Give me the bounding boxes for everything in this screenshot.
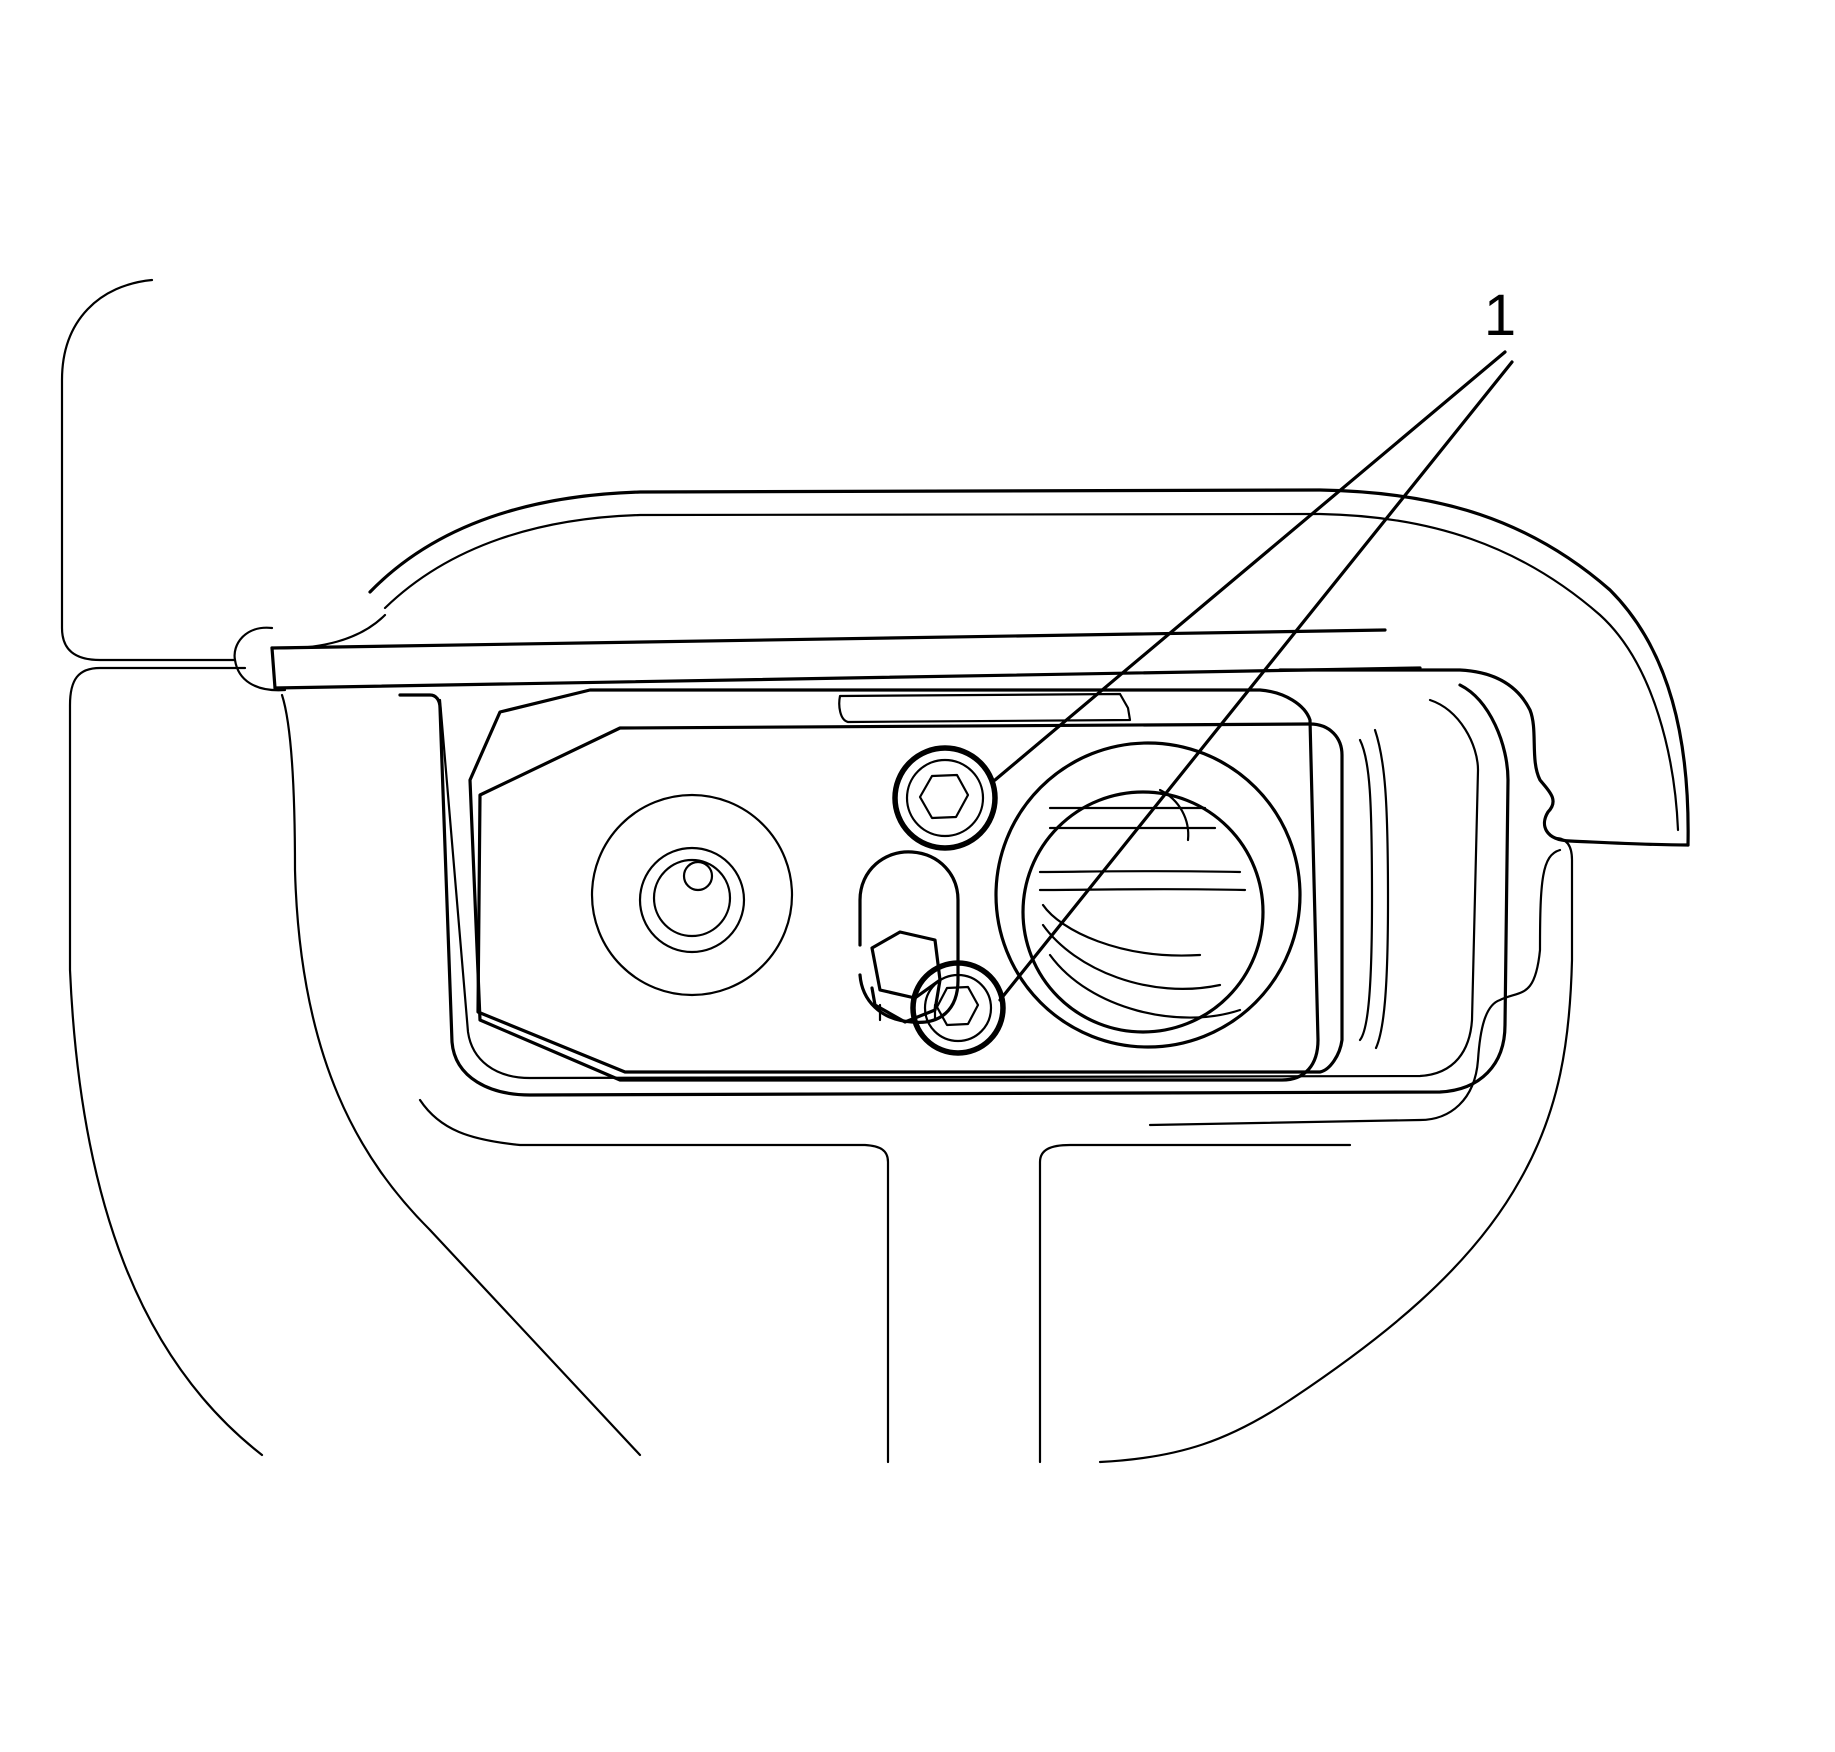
right-port-stripe-4 [1038, 888, 1247, 892]
hood-panel-top [270, 628, 1387, 650]
hood-panel-bottom [273, 666, 1422, 690]
right-shoulder-step [1278, 668, 1690, 847]
upper-left-panel [60, 278, 237, 662]
lower-nut-ring [923, 973, 993, 1043]
callout-label-1: 1 [1484, 283, 1516, 348]
center-pillar-right [1038, 1143, 1352, 1464]
hood-panel-shoulder [270, 613, 387, 650]
upper-nut-washer [892, 745, 998, 851]
lower-left-panel [68, 666, 264, 1457]
upper-nut-ring [905, 758, 985, 838]
stud-bolt-collar [878, 1003, 937, 1022]
recess-pocket-inner [438, 698, 1480, 1080]
right-port-stripe-3 [1038, 870, 1242, 874]
right-port-outer [994, 741, 1302, 1049]
lower-left-inner-edge [280, 693, 642, 1457]
right-body-outline [1148, 848, 1562, 1127]
expansion-valve-face [476, 722, 1344, 1074]
upper-nut-hex [918, 773, 970, 820]
right-port-arc-2 [1041, 923, 1222, 990]
lower-nut-hex [935, 985, 980, 1027]
expansion-valve-block [468, 688, 1320, 1082]
right-port-arc-3 [1048, 953, 1242, 1019]
left-port-inner [652, 858, 732, 938]
left-port-hole [682, 860, 714, 892]
lower-nut-washer [910, 960, 1006, 1056]
right-port-arc-1 [1041, 903, 1202, 957]
valve-block-side-2 [1373, 728, 1390, 1050]
callout-leader-lower [998, 360, 1514, 1002]
outer-housing-contour [368, 488, 1690, 847]
center-pillar [418, 1098, 890, 1464]
secondary-housing-contour [383, 512, 1680, 832]
left-port-outer [590, 793, 794, 997]
right-lower-panel [1098, 836, 1574, 1464]
hood-panel-nose [233, 626, 287, 692]
hood-panel-left [270, 646, 277, 690]
callout-leader-upper [993, 350, 1507, 782]
left-port-middle [638, 846, 746, 954]
stud-slot [858, 850, 960, 1024]
valve-block-side [1358, 738, 1374, 1042]
stud-bolt-shank [870, 978, 942, 1024]
right-port-inner [1021, 790, 1265, 1034]
stud-bolt-hex [870, 930, 942, 1000]
wedge-plate [838, 692, 1132, 724]
